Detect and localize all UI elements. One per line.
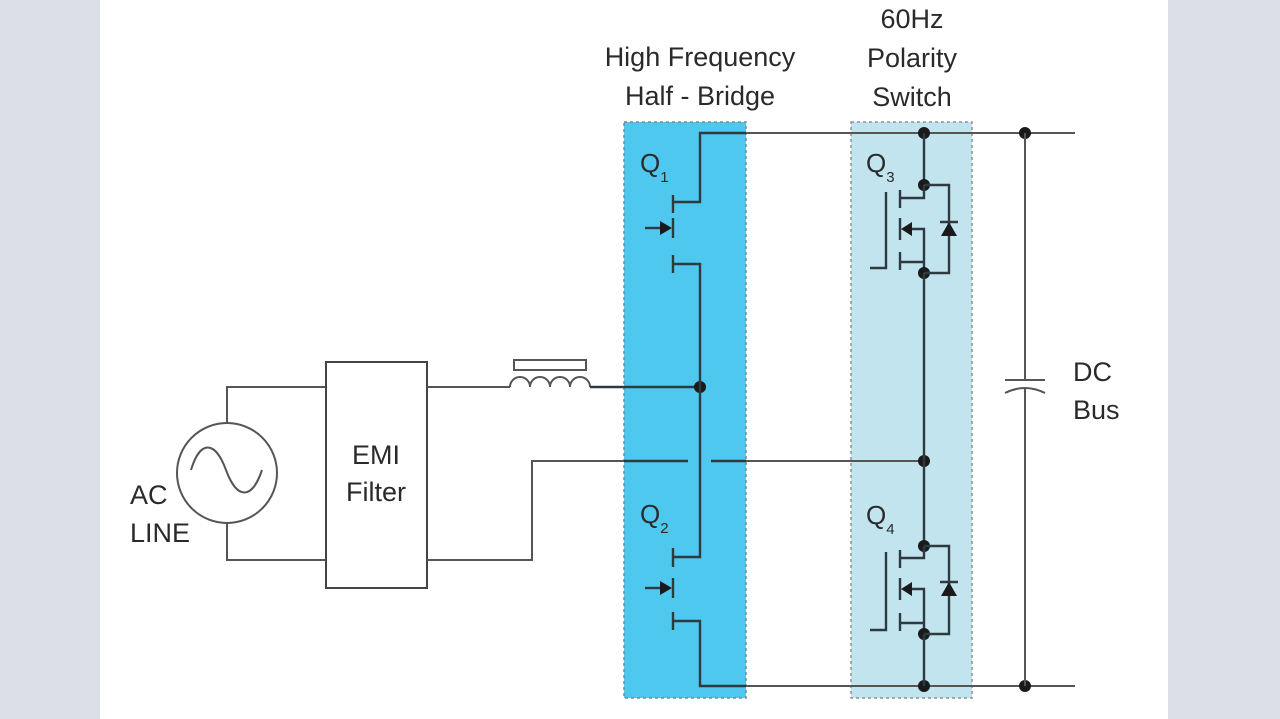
svg-text:Q1: Q1	[640, 148, 669, 186]
half-bridge-label-line1: High Frequency	[605, 42, 796, 72]
dc-bus-capacitor-icon	[1004, 133, 1046, 686]
transistor-q2: Q2	[640, 387, 746, 688]
svg-text:Q4: Q4	[866, 500, 895, 538]
polarity-switch-region	[850, 121, 973, 699]
half-bridge-label-line2: Half - Bridge	[625, 81, 775, 111]
svg-text:Q3: Q3	[866, 148, 895, 186]
transistor-q3: Q3	[866, 133, 958, 461]
ac-source-icon	[176, 422, 278, 524]
polarity-switch-label-line1: 60Hz	[880, 4, 943, 34]
transistor-q1: Q1	[640, 131, 746, 387]
svg-text:Q2: Q2	[640, 499, 669, 537]
dc-bus-label-line2: Bus	[1073, 395, 1120, 425]
ac-line-label-line2: LINE	[130, 518, 190, 548]
emi-filter-label-line1: EMI	[352, 440, 400, 470]
polarity-switch-label-line2: Polarity	[867, 43, 958, 73]
dc-bus-label-line1: DC	[1073, 357, 1112, 387]
inductor-icon	[509, 359, 591, 388]
half-bridge-region	[623, 121, 747, 699]
transistor-q4: Q4	[866, 461, 958, 686]
emi-filter-label-line2: Filter	[346, 477, 406, 507]
polarity-switch-label-line3: Switch	[872, 82, 952, 112]
ac-line-label-line1: AC	[130, 480, 168, 510]
emi-filter-box	[325, 361, 428, 589]
